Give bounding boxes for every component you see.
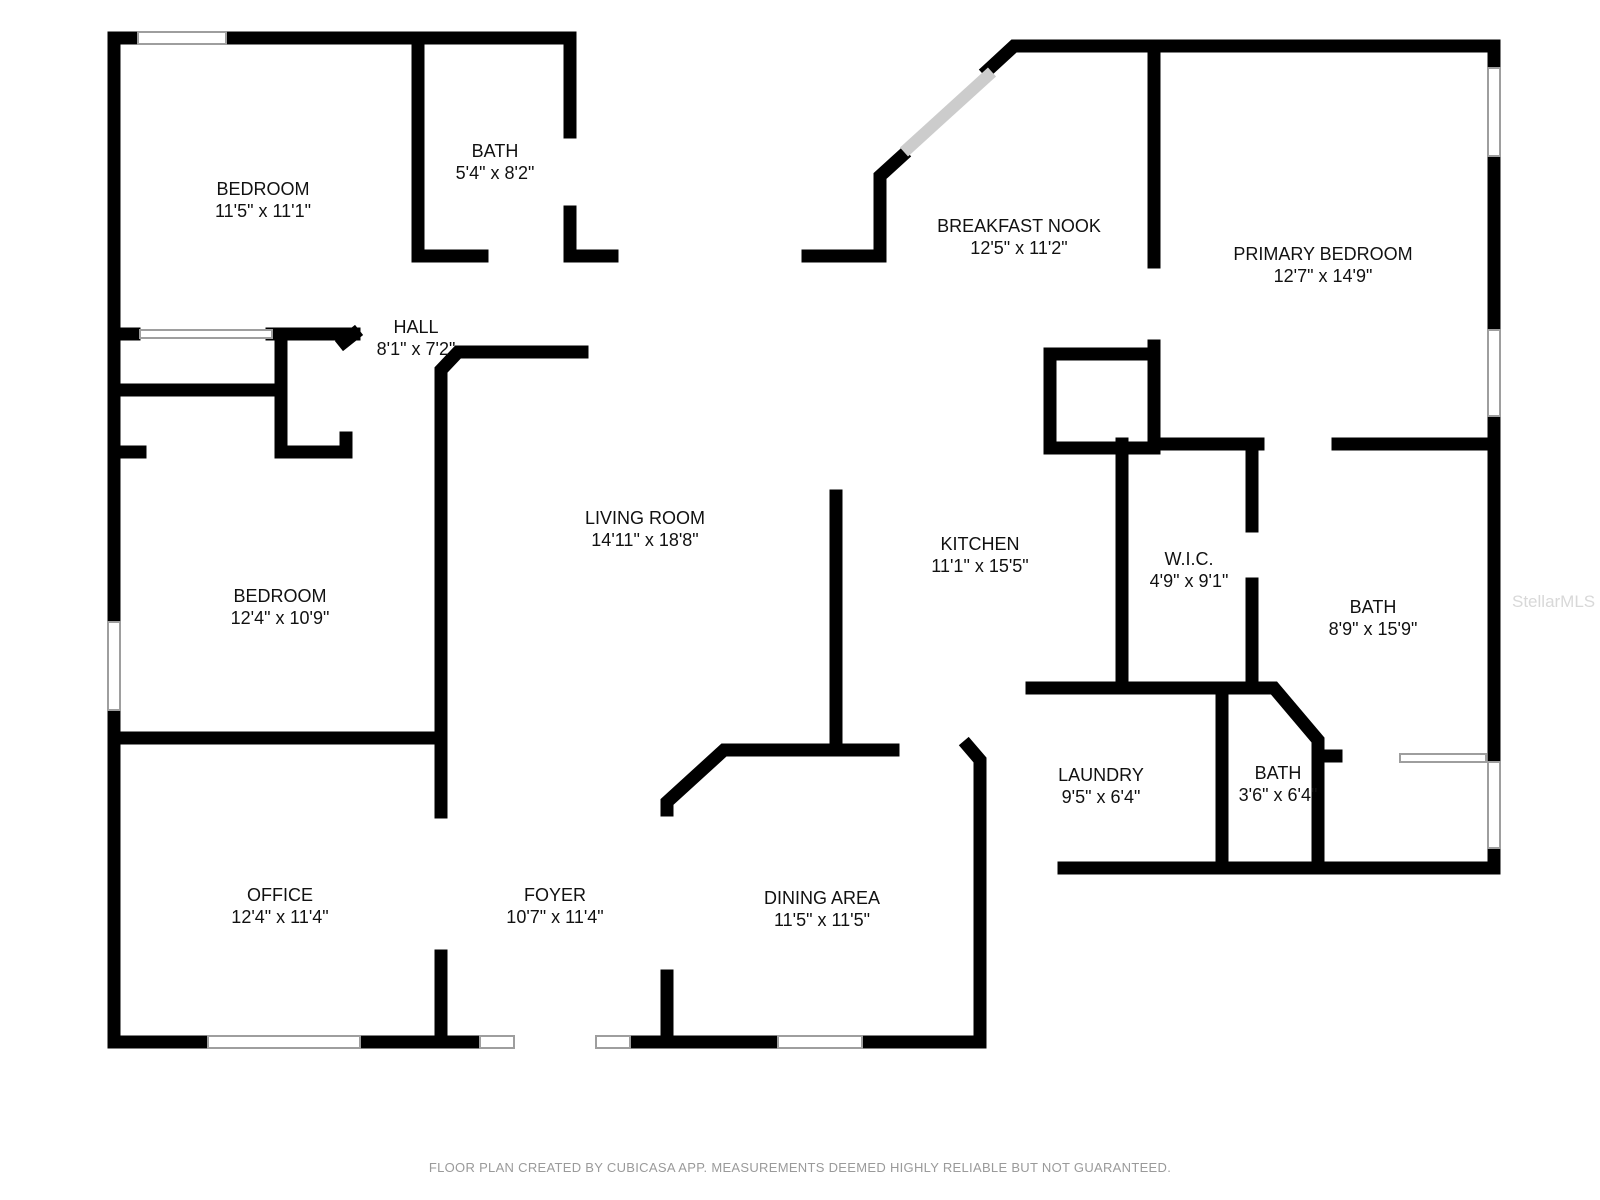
room-label-primary: PRIMARY BEDROOM	[1233, 244, 1413, 264]
windows	[107, 31, 1501, 1049]
room-dims-office: 12'4" x 11'4"	[231, 907, 329, 927]
room-label-foyer: FOYER	[523, 885, 587, 905]
room-dims-bedroom2: 12'4" x 10'9"	[230, 608, 330, 628]
window-bath2-east	[1487, 761, 1501, 849]
room-dims-bath3: 3'6" x 6'4"	[1238, 785, 1318, 805]
walls	[107, 31, 1501, 1049]
wall-bed1-bath1	[411, 33, 489, 263]
room-label-kitchen: KITCHEN	[940, 534, 1020, 554]
room-dims-bath1: 5'4" x 8'2"	[455, 163, 535, 183]
wall-south-west	[107, 736, 987, 1049]
room-dims-primary: 12'7" x 14'9"	[1273, 266, 1373, 286]
window-foyer-left	[479, 1035, 515, 1049]
window-nook-diagonal	[899, 67, 997, 157]
room-dims-dining: 11'5" x 11'5"	[773, 910, 871, 930]
window-bed1-north	[137, 31, 227, 45]
room-label-dining: DINING AREA	[763, 888, 881, 908]
room-dims-bath2: 8'9" x 15'9"	[1328, 619, 1418, 639]
room-label-bath3: BATH	[1254, 763, 1302, 783]
wall-bath1-east	[563, 205, 619, 263]
room-dims-laundry: 9'5" x 6'4"	[1061, 787, 1141, 807]
room-dims-kitchen: 11'1" x 15'5"	[931, 556, 1029, 576]
room-dims-nook: 12'5" x 11'2"	[970, 238, 1068, 258]
window-dining-south	[777, 1035, 863, 1049]
window-bath2-tub	[1399, 753, 1487, 763]
room-label-nook: BREAKFAST NOOK	[937, 216, 1101, 236]
wall-hall-diagonal	[334, 324, 364, 352]
room-label-laundry: LAUNDRY	[1058, 765, 1144, 785]
room-label-bath1: BATH	[471, 141, 519, 161]
wall-wic	[1115, 437, 1259, 695]
room-label-wic: W.I.C.	[1164, 549, 1214, 569]
room-dims-bedroom1: 11'5" x 11'1"	[214, 201, 312, 221]
wall-nook-north	[978, 39, 1501, 875]
window-primary-east-2	[1487, 329, 1501, 417]
window-primary-east-1	[1487, 67, 1501, 157]
wall-dining-north	[660, 743, 900, 817]
window-bed1-hall	[139, 329, 273, 339]
room-label-bedroom1: BEDROOM	[216, 179, 310, 199]
room-label-bath2: BATH	[1349, 597, 1397, 617]
window-foyer-right	[595, 1035, 631, 1049]
room-label-living: LIVING ROOM	[584, 508, 706, 528]
window-office-south	[207, 1035, 361, 1049]
footer-disclaimer: FLOOR PLAN CREATED BY CUBICASA APP. MEAS…	[428, 1160, 1172, 1175]
room-label-bedroom2: BEDROOM	[233, 586, 327, 606]
window-bed2-west	[107, 621, 121, 711]
wall-north-left	[107, 31, 577, 139]
wall-primary-west	[1043, 49, 1161, 455]
wall-closet	[274, 327, 353, 459]
wall-hall-living	[434, 345, 589, 819]
room-dims-wic: 4'9" x 9'1"	[1149, 571, 1229, 591]
room-dims-hall: 8'1" x 7'2"	[376, 339, 456, 359]
wall-laundry-north	[1025, 681, 1325, 867]
wall-nook-west	[801, 146, 912, 263]
room-label-hall: HALL	[393, 317, 439, 337]
watermark: StellarMLS	[1512, 592, 1596, 611]
room-dims-living: 14'11" x 18'8"	[591, 530, 699, 550]
room-dims-foyer: 10'7" x 11'4"	[506, 907, 604, 927]
room-label-office: OFFICE	[247, 885, 313, 905]
